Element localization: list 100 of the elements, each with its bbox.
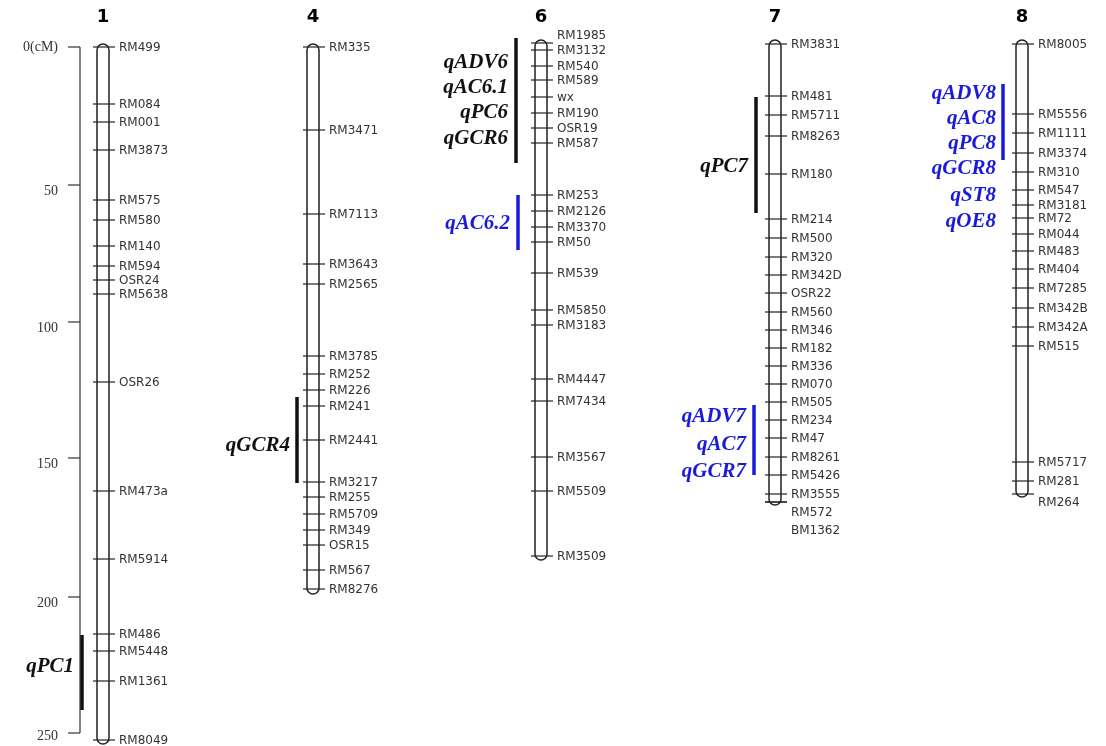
marker-label: OSR15: [329, 538, 370, 552]
marker-label: OSR19: [557, 121, 598, 135]
marker-label: RM8263: [791, 129, 841, 143]
marker-label: RM547: [1038, 183, 1080, 197]
marker-label: RM8276: [329, 582, 379, 596]
marker-label: RM5638: [119, 287, 169, 301]
marker-label: RM7285: [1038, 281, 1088, 295]
qtl-label: qGCR8: [930, 156, 996, 178]
marker-label: RM234: [791, 413, 833, 427]
marker-label: RM070: [791, 377, 833, 391]
scale-label: 250: [36, 728, 58, 744]
marker-label: RM1361: [119, 674, 169, 688]
marker-label: RM8261: [791, 450, 841, 464]
marker-label: RM5448: [119, 644, 169, 658]
marker-label: OSR26: [119, 375, 160, 389]
marker-label: RM3555: [791, 487, 841, 501]
marker-label: RM580: [119, 213, 161, 227]
marker-label: RM241: [329, 399, 371, 413]
marker-label: RM310: [1038, 165, 1080, 179]
qtl-label: qPC7: [699, 154, 748, 176]
chromosome-number: 4: [305, 6, 321, 26]
marker-label: RM575: [119, 193, 161, 207]
qtl-label: qPC6: [459, 100, 508, 122]
marker-label: RM342D: [791, 268, 842, 282]
marker-label: wx: [557, 90, 574, 104]
marker-label: RM3181: [1038, 198, 1088, 212]
marker-label: RM2565: [329, 277, 379, 291]
marker-label: RM226: [329, 383, 371, 397]
marker-label: RM5509: [557, 484, 607, 498]
marker-label: RM281: [1038, 474, 1080, 488]
marker-label: RM190: [557, 106, 599, 120]
marker-label: RM2441: [329, 433, 379, 447]
marker-label: OSR22: [791, 286, 832, 300]
marker-label: OSR24: [119, 273, 160, 287]
marker-label: RM3873: [119, 143, 169, 157]
marker-label: RM3374: [1038, 146, 1088, 160]
marker-label: RM3132: [557, 43, 607, 57]
marker-label: RM3370: [557, 220, 607, 234]
scale-label: 200: [36, 595, 58, 611]
marker-label: RM594: [119, 259, 161, 273]
marker-label: RM335: [329, 40, 371, 54]
marker-label: RM72: [1038, 211, 1072, 225]
qtl-label: qGCR7: [680, 459, 746, 481]
qtl-label: qGCR4: [224, 433, 290, 455]
marker-label: RM567: [329, 563, 371, 577]
marker-label: RM539: [557, 266, 599, 280]
marker-label: RM252: [329, 367, 371, 381]
chromosome-number: 1: [95, 6, 111, 26]
qtl-label: qAC8: [946, 106, 996, 128]
marker-label: RM572: [791, 505, 833, 519]
qtl-label: qST8: [949, 183, 996, 205]
marker-label: RM5711: [791, 108, 841, 122]
marker-label: RM5426: [791, 468, 841, 482]
marker-label: RM2126: [557, 204, 607, 218]
chromosome-number: 6: [533, 6, 549, 26]
marker-label: RM3831: [791, 37, 841, 51]
marker-label: RM3785: [329, 349, 379, 363]
qtl-label: qADV7: [680, 404, 746, 426]
marker-label: RM1111: [1038, 126, 1088, 140]
marker-label: RM320: [791, 250, 833, 264]
marker-label: RM587: [557, 136, 599, 150]
marker-label: RM500: [791, 231, 833, 245]
marker-label: RM505: [791, 395, 833, 409]
marker-label: RM044: [1038, 227, 1080, 241]
qtl-label: qAC6.1: [442, 75, 508, 97]
marker-label: RM255: [329, 490, 371, 504]
marker-label: RM7113: [329, 207, 379, 221]
marker-label: RM3183: [557, 318, 607, 332]
marker-label: RM336: [791, 359, 833, 373]
marker-label: RM182: [791, 341, 833, 355]
marker-label: RM4447: [557, 372, 607, 386]
marker-label: RM349: [329, 523, 371, 537]
marker-label: RM7434: [557, 394, 607, 408]
qtl-label: qPC8: [947, 131, 996, 153]
marker-label: RM5717: [1038, 455, 1088, 469]
marker-label: RM589: [557, 73, 599, 87]
marker-label: RM3567: [557, 450, 607, 464]
scale-label: 150: [36, 456, 58, 472]
marker-label: RM499: [119, 40, 161, 54]
qtl-label: qADV6: [442, 50, 508, 72]
marker-label: RM346: [791, 323, 833, 337]
marker-label: RM3217: [329, 475, 379, 489]
marker-label: RM140: [119, 239, 161, 253]
marker-label: RM515: [1038, 339, 1080, 353]
marker-label: RM253: [557, 188, 599, 202]
marker-label: RM342B: [1038, 301, 1088, 315]
marker-label: RM3643: [329, 257, 379, 271]
marker-label: RM264: [1038, 495, 1080, 509]
marker-label: RM5914: [119, 552, 169, 566]
marker-label: RM473a: [119, 484, 168, 498]
scale-label: 50: [43, 183, 58, 199]
marker-label: RM404: [1038, 262, 1080, 276]
marker-label: RM47: [791, 431, 825, 445]
marker-label: RM560: [791, 305, 833, 319]
marker-label: RM3509: [557, 549, 607, 563]
marker-label: RM084: [119, 97, 161, 111]
chromosome-number: 8: [1014, 6, 1030, 26]
marker-label: BM1362: [791, 523, 841, 537]
qtl-label: qOE8: [944, 209, 996, 231]
marker-label: RM001: [119, 115, 161, 129]
